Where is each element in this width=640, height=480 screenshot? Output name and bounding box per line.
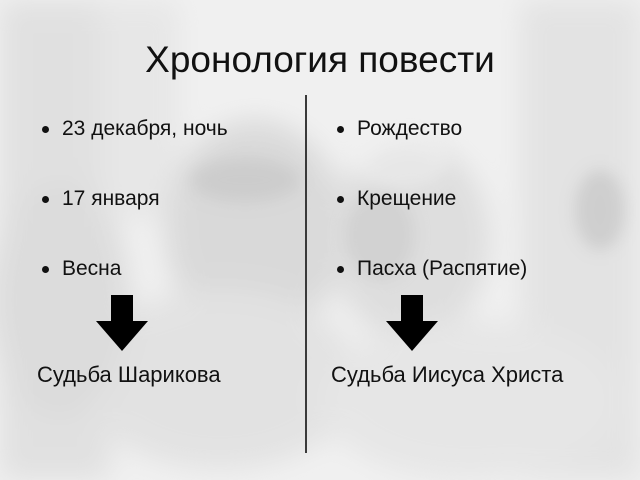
sharikov-fate-label: Судьба Шарикова [37, 362, 221, 387]
list-item: Пасха (Распятие) [335, 252, 527, 322]
left-timeline-list: 23 декабря, ночь 17 января Весна [40, 112, 228, 322]
bullet-icon [337, 196, 344, 203]
list-item-label: 23 декабря, ночь [62, 117, 228, 140]
list-item-label: Рождество [357, 117, 463, 140]
column-divider [305, 95, 307, 453]
christ-fate-label: Судьба Иисуса Христа [331, 362, 564, 387]
list-item-label: Пасха (Распятие) [357, 257, 528, 280]
list-item: Весна [40, 252, 228, 322]
list-item-label: Весна [62, 257, 122, 280]
slide-title: Хронология повести [145, 39, 495, 80]
list-item-label: 17 января [62, 187, 160, 210]
right-timeline-list: Рождество Крещение Пасха (Распятие) [335, 112, 527, 322]
list-item: 17 января [40, 182, 228, 252]
list-item: Крещение [335, 182, 527, 252]
list-item-label: Крещение [357, 187, 457, 210]
arrow-down-icon [96, 295, 148, 351]
list-item: 23 декабря, ночь [40, 112, 228, 182]
bullet-icon [42, 266, 49, 273]
bullet-icon [337, 126, 344, 133]
bullet-icon [337, 266, 344, 273]
bullet-icon [42, 196, 49, 203]
arrow-down-icon [386, 295, 438, 351]
bullet-icon [42, 126, 49, 133]
list-item: Рождество [335, 112, 527, 182]
